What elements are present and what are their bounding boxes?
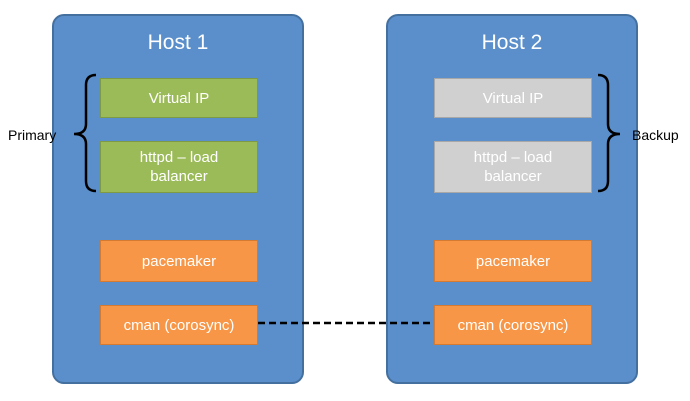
host-1-panel: Host 1 Virtual IP httpd – load balancer … — [52, 14, 304, 384]
host-1-virtual-ip-box: Virtual IP — [100, 78, 258, 118]
host-2-httpd-label-line2: balancer — [484, 168, 542, 185]
host-2-cman-box: cman (corosync) — [434, 305, 592, 345]
host-1-pacemaker-label: pacemaker — [141, 252, 217, 270]
backup-label: Backup — [632, 127, 679, 143]
host-1-cman-box: cman (corosync) — [100, 305, 258, 345]
host-2-virtual-ip-box: Virtual IP — [434, 78, 592, 118]
host-1-pacemaker-box: pacemaker — [100, 240, 258, 282]
host-1-httpd-label-line1: httpd – load — [139, 149, 219, 166]
host-1-httpd-box: httpd – load balancer — [100, 141, 258, 193]
host-1-cman-label: cman (corosync) — [123, 316, 235, 334]
host-2-pacemaker-box: pacemaker — [434, 240, 592, 282]
host-1-virtual-ip-label: Virtual IP — [148, 89, 210, 107]
host-1-title: Host 1 — [147, 31, 209, 54]
host-2-virtual-ip-label: Virtual IP — [482, 89, 544, 107]
host-2-panel: Host 2 Virtual IP httpd – load balancer … — [386, 14, 638, 384]
primary-label: Primary — [8, 127, 57, 143]
host-2-cman-label: cman (corosync) — [457, 316, 569, 334]
host-2-title: Host 2 — [481, 31, 543, 54]
host-2-httpd-label-line1: httpd – load — [473, 149, 553, 166]
host-2-httpd-box: httpd – load balancer — [434, 141, 592, 193]
host-2-pacemaker-label: pacemaker — [475, 252, 551, 270]
host-1-httpd-label-line2: balancer — [150, 168, 208, 185]
